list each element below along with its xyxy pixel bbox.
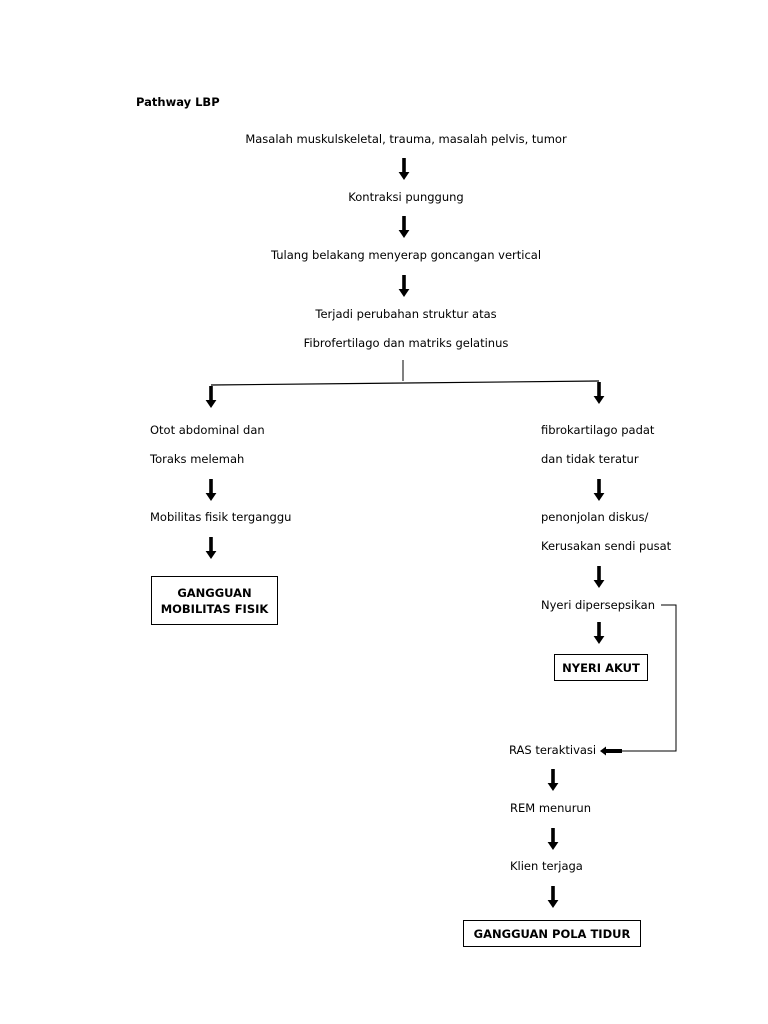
arrow-down-right-3	[593, 622, 605, 644]
feedback-line	[615, 604, 677, 752]
arrow-down-2	[398, 216, 410, 238]
arrow-down-awake	[547, 886, 559, 908]
diagnosis-mobility-line2: MOBILITAS FISIK	[160, 601, 269, 616]
arrow-down-3	[398, 275, 410, 297]
node-spine-absorb: Tulang belakang menyerap goncangan verti…	[270, 248, 542, 262]
node-contraction: Kontraksi punggung	[348, 190, 464, 204]
arrow-down-left-2	[205, 537, 217, 559]
diagnosis-mobility-line1: GANGGUAN	[177, 585, 252, 600]
arrow-layer	[205, 158, 622, 908]
branch-bar	[210, 380, 600, 386]
node-mobility: Mobilitas fisik terganggu	[150, 510, 292, 524]
arrow-down-ras	[547, 769, 559, 791]
page-title: Pathway LBP	[136, 95, 220, 109]
node-rem: REM menurun	[510, 801, 591, 815]
arrow-down-right-1	[593, 479, 605, 501]
arrow-down-right-branch	[593, 382, 605, 404]
diagnosis-sleep-box: GANGGUAN POLA TIDUR	[463, 920, 641, 947]
node-weak-line1: Otot abdominal dan	[150, 423, 265, 437]
node-awake: Klien terjaga	[510, 859, 583, 873]
arrow-down-right-2	[593, 566, 605, 588]
node-structure-change-line2: Fibrofertilago dan matriks gelatinus	[303, 336, 509, 350]
node-weak-line2: Toraks melemah	[150, 452, 245, 466]
node-structure-change-line1: Terjadi perubahan struktur atas	[315, 307, 497, 321]
node-ras: RAS teraktivasi	[509, 743, 597, 757]
diagnosis-pain-box: NYERI AKUT	[554, 654, 648, 681]
node-fibro-line1: fibrokartilago padat	[541, 423, 655, 437]
node-fibro-line2: dan tidak teratur	[541, 452, 639, 466]
arrow-down-left-branch	[205, 386, 217, 408]
arrow-down-1	[398, 158, 410, 180]
arrow-down-left-1	[205, 479, 217, 501]
node-disc-line2: Kerusakan sendi pusat	[541, 539, 672, 553]
node-pain-perceived: Nyeri dipersepsikan	[541, 598, 656, 612]
arrow-left-ras	[600, 746, 622, 756]
node-cause: Masalah muskulskeletal, trauma, masalah …	[245, 132, 567, 146]
arrow-down-rem	[547, 828, 559, 850]
node-disc-line1: penonjolan diskus/	[541, 510, 649, 524]
diagnosis-mobility-box: GANGGUAN MOBILITAS FISIK	[151, 576, 278, 625]
